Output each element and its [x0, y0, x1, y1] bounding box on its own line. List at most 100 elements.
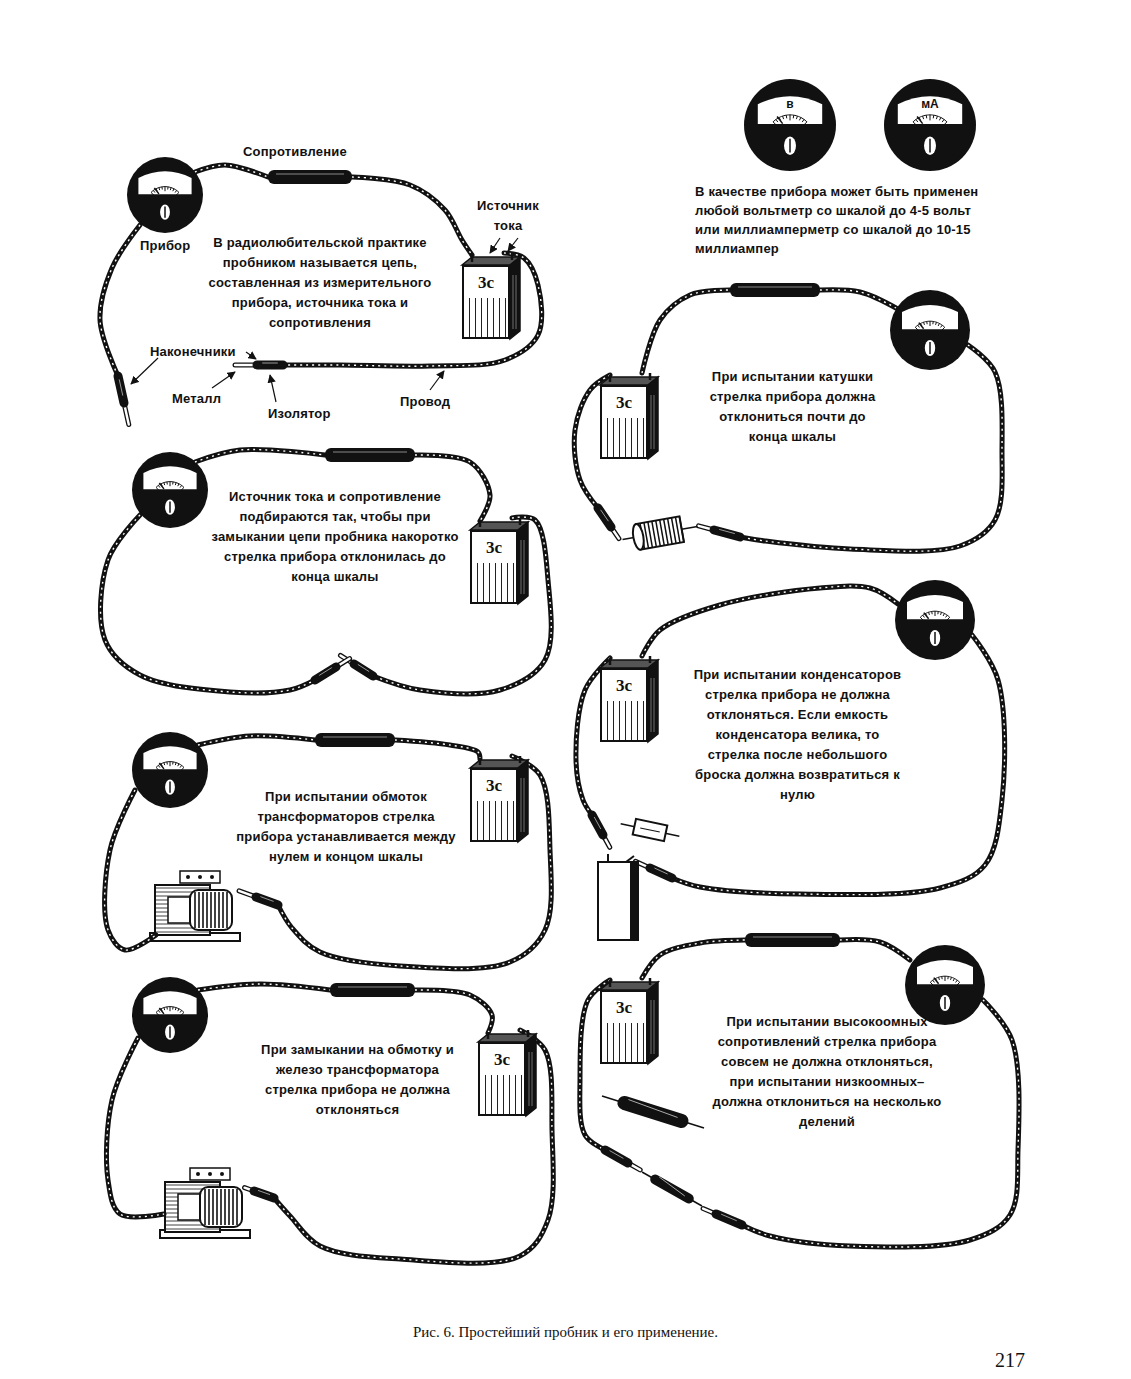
meter-tick [939, 117, 940, 120]
wire [415, 990, 492, 1033]
wire [106, 1038, 164, 1217]
meter-tick [793, 115, 795, 118]
wire-core [415, 990, 492, 1033]
meter-knob [165, 1025, 175, 1040]
probe-tip [635, 861, 672, 878]
meter-needle [159, 1008, 164, 1014]
meter-knob [165, 780, 175, 795]
probe-insulator-highlight [721, 1214, 737, 1221]
meter-dial [143, 746, 196, 769]
probe-tip [699, 526, 740, 537]
core-lamination [155, 888, 210, 889]
wire-core [195, 165, 268, 177]
transformer-symbol [160, 1168, 250, 1238]
meter-tick [913, 122, 917, 126]
coil-winding [226, 892, 228, 928]
terminal [196, 1172, 200, 1176]
battery-body [600, 373, 658, 459]
meter-tick [178, 484, 179, 486]
meter-tick [175, 763, 177, 766]
probe-tip [598, 508, 619, 539]
resistor-body [730, 283, 820, 297]
battery-stripe [651, 678, 652, 732]
battery-contact [609, 980, 612, 987]
meter-symbol [890, 290, 970, 370]
meter-face: в [744, 79, 836, 171]
meter-needle [924, 613, 929, 619]
coil-winding [675, 517, 680, 543]
resistor-symbol [325, 448, 415, 462]
probe-insulator [354, 664, 373, 676]
meter-tick [930, 115, 931, 121]
meter-tick [930, 982, 933, 985]
wire-twist [672, 635, 1005, 895]
meter-needle [934, 978, 939, 984]
meter-unit: в [744, 97, 836, 111]
coil-winding [652, 521, 657, 547]
meter-tick [937, 611, 938, 614]
battery-marking: 3с [602, 998, 646, 1018]
leader-line [131, 358, 158, 384]
meter-knob [924, 137, 936, 155]
part-label: Сопротивление [243, 142, 393, 162]
meter-tick [938, 977, 940, 980]
meter-tick [933, 980, 935, 982]
wire-twist [100, 225, 140, 376]
resistor-lead [642, 1172, 702, 1206]
battery-contact [471, 255, 474, 262]
coil-symbol [620, 514, 699, 553]
battery-side [648, 660, 658, 742]
coil-winding [202, 892, 204, 928]
meter-tick [799, 117, 800, 120]
wire [642, 290, 730, 373]
coil-winding [214, 892, 216, 928]
wire-twist [642, 586, 898, 656]
battery-body [478, 1030, 536, 1116]
meter-tick [180, 485, 182, 487]
meter-knob-slot [944, 997, 946, 1009]
coil-end [631, 523, 645, 550]
battery-contact [649, 978, 652, 985]
meter-knob [160, 205, 170, 220]
meter-tick [956, 980, 958, 982]
note-text: При замыкании на обмотку и железо трансф… [250, 1040, 465, 1120]
meter-face: мА [884, 79, 976, 171]
wire [642, 586, 898, 656]
battery-side [518, 522, 528, 604]
meter-knob-slot [929, 342, 931, 354]
meter-tick [946, 617, 949, 620]
wire [195, 450, 325, 462]
meter-tick [938, 323, 939, 325]
meter-symbol [127, 157, 203, 233]
meter-tick [158, 765, 160, 767]
test-resistor [602, 1096, 704, 1128]
note-text: При испытании высокоомных сопротивлений … [712, 1012, 942, 1132]
meter-case [890, 290, 970, 370]
page-number: 217 [995, 1350, 1055, 1370]
battery-side [648, 377, 658, 459]
coil-winding [656, 521, 661, 547]
leader-line [246, 352, 256, 359]
resistor-symbol [330, 983, 415, 997]
probe-insulator-highlight [594, 817, 601, 829]
part-label: Источник тока [470, 196, 546, 236]
wire-twist [106, 1038, 164, 1217]
probe-insulator [315, 667, 336, 680]
resistor-body [268, 170, 352, 184]
probe-insulator-highlight [601, 510, 609, 521]
battery-stripe [651, 1000, 652, 1054]
probe-insulator-highlight [258, 1190, 270, 1194]
wire-core [105, 790, 156, 950]
battery-box: 3с [600, 990, 648, 1064]
wire-core [106, 1038, 164, 1217]
leader-line [490, 238, 500, 253]
resistor-lead [602, 1096, 704, 1128]
meter-needle [159, 483, 164, 489]
wire-twist [195, 165, 268, 177]
meter-case [895, 580, 975, 660]
wire [105, 790, 156, 950]
wire-core [198, 984, 330, 990]
coil-winding [668, 518, 673, 544]
meter-tick [156, 767, 159, 770]
wire [100, 225, 140, 376]
